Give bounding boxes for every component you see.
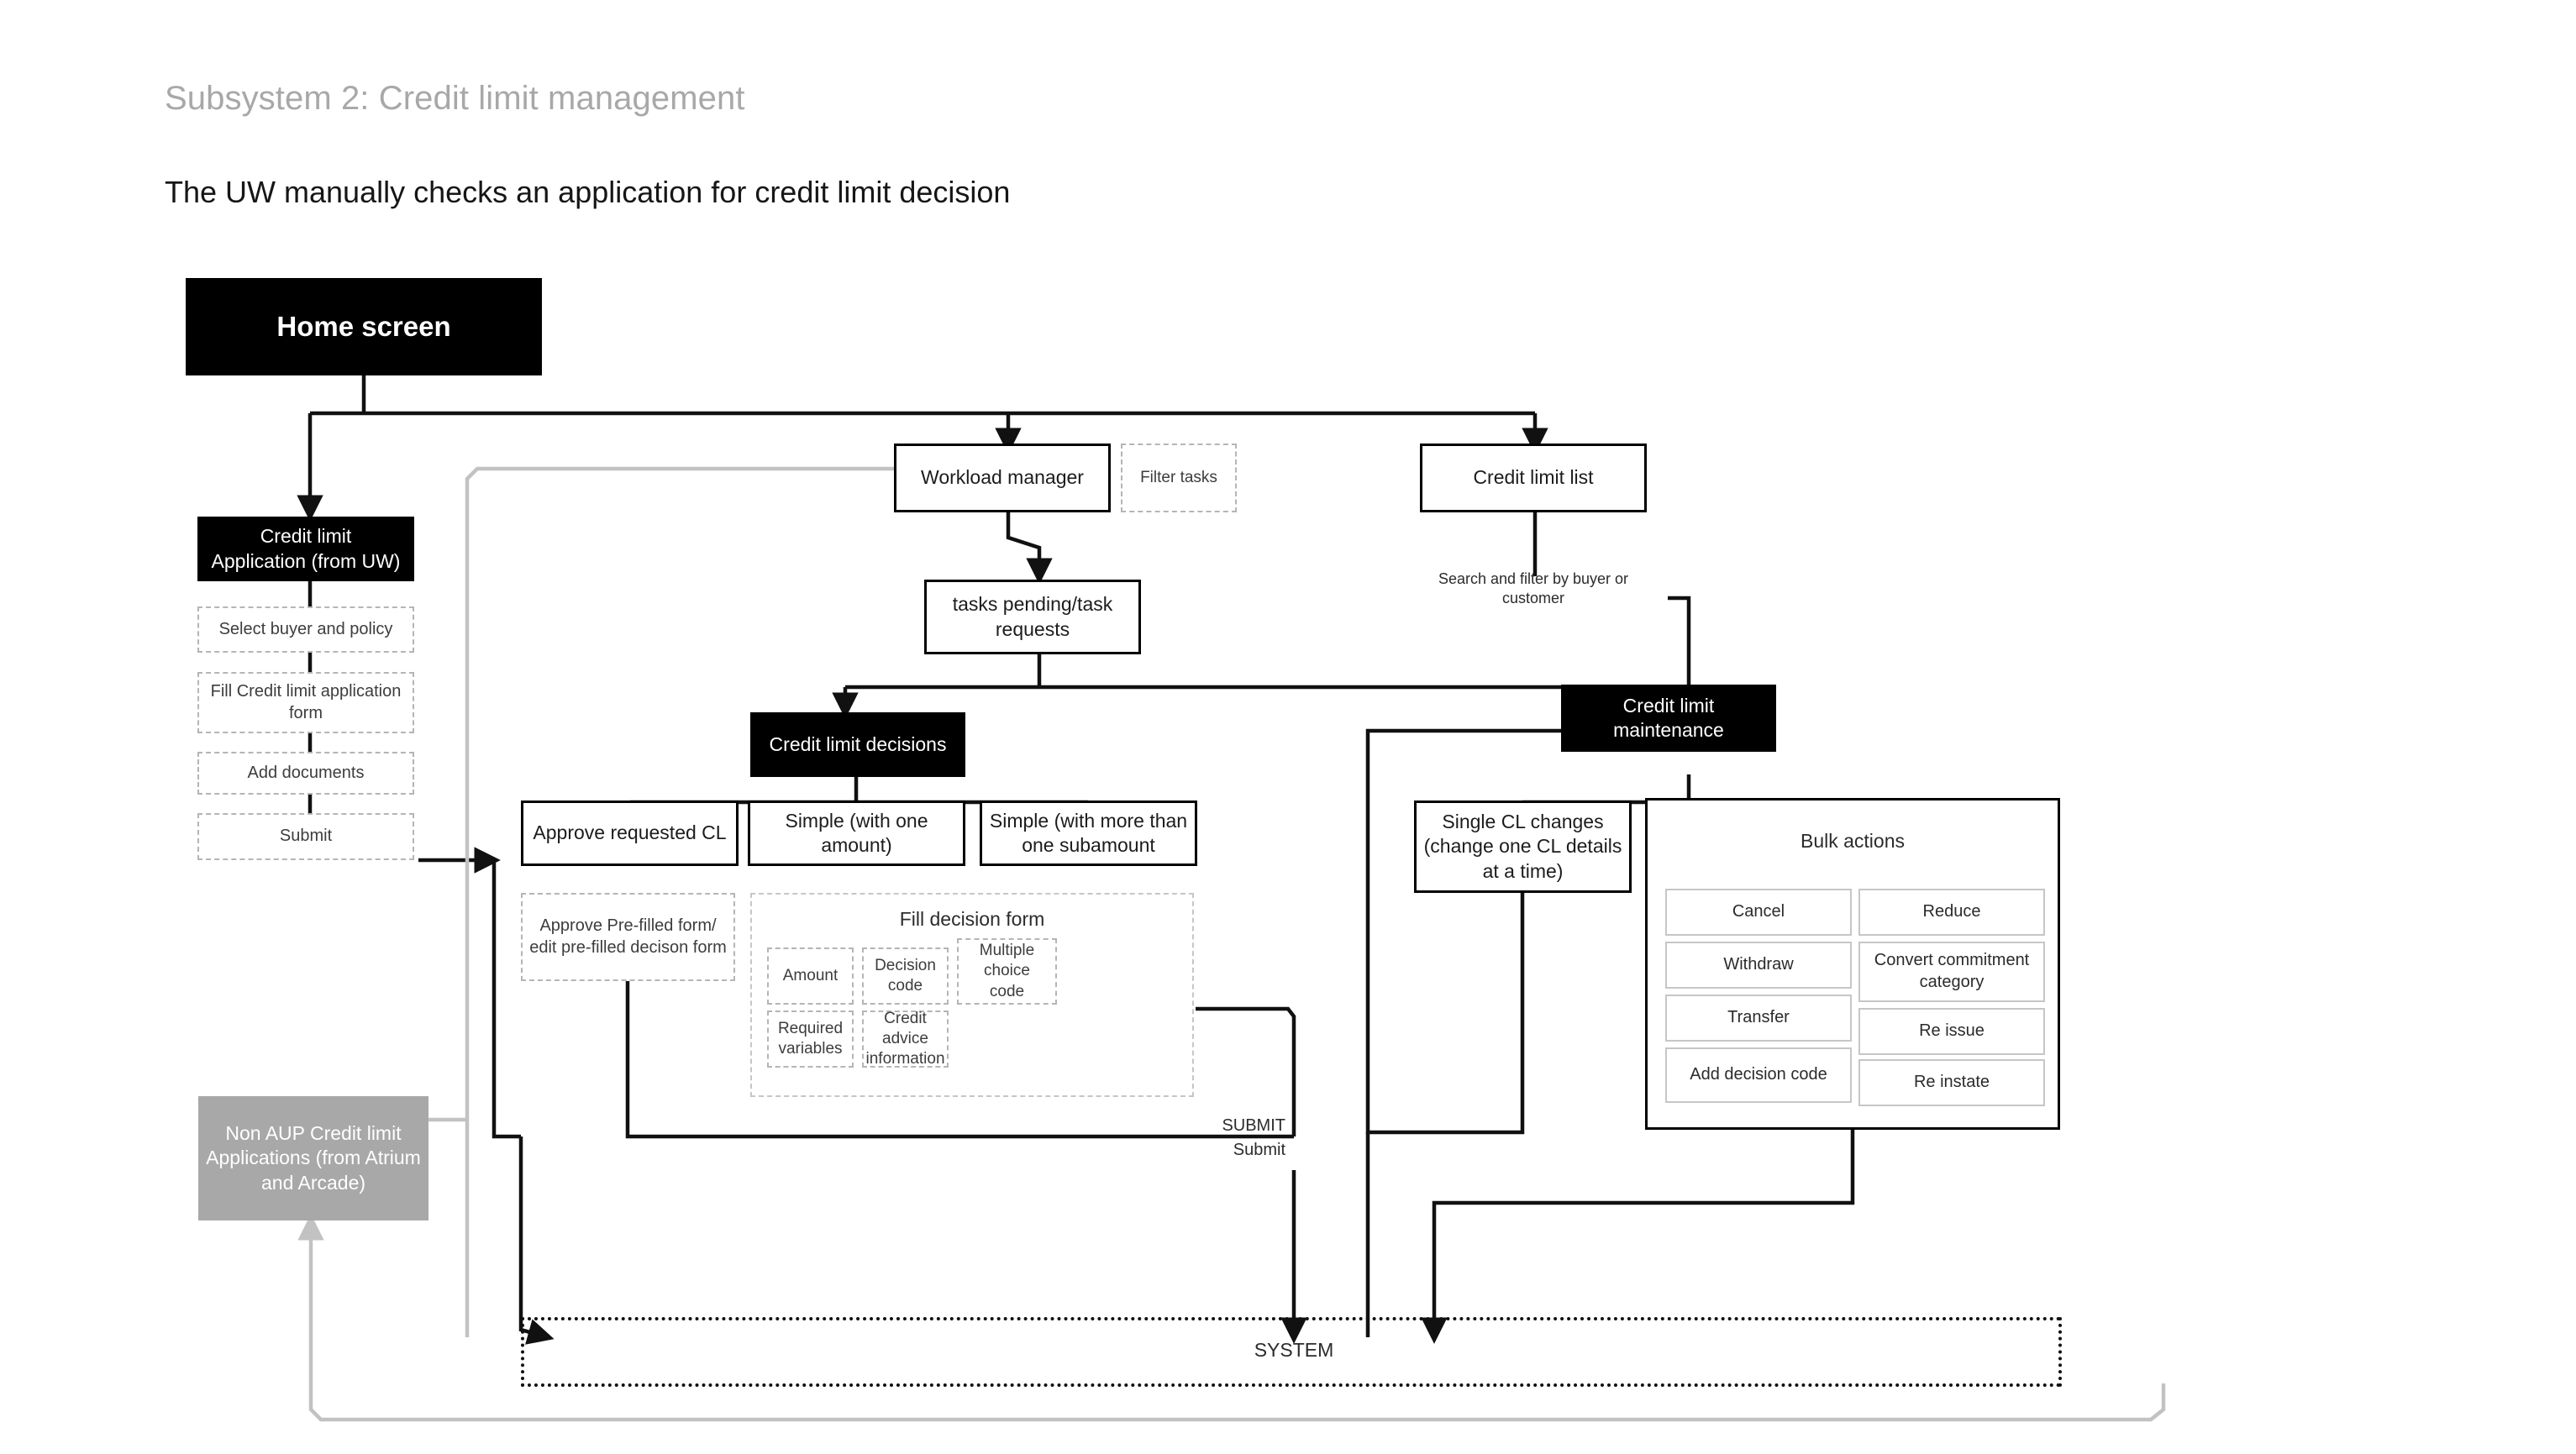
node-home-screen-label: Home screen <box>276 310 451 342</box>
node-credit-limit-application-label: Credit limit Application (from UW) <box>211 525 401 572</box>
node-workload-manager[interactable]: Workload manager <box>894 444 1111 512</box>
node-simple-more-subamount-label: Simple (with more than one subamount <box>989 809 1188 856</box>
group-bulk-actions-title: Bulk actions <box>1800 830 1905 852</box>
system-label: SYSTEM <box>1254 1339 1334 1361</box>
node-approve-requested-cl[interactable]: Approve requested CL <box>521 800 739 866</box>
subsystem-title: Subsystem 2: Credit limit management <box>165 80 745 117</box>
node-non-aup-applications-label: Non AUP Credit limit Applications (from … <box>206 1121 421 1194</box>
field-credit-advice-information-label: Credit advice information <box>865 1009 945 1068</box>
bulk-action-re-issue-label: Re issue <box>1919 1021 1985 1041</box>
bulk-action-re-instate[interactable]: Re instate <box>1858 1059 2045 1106</box>
node-fill-cl-application-form-label: Fill Credit limit application form <box>210 681 402 722</box>
bulk-action-withdraw[interactable]: Withdraw <box>1665 942 1852 989</box>
node-simple-more-subamount[interactable]: Simple (with more than one subamount <box>980 800 1197 866</box>
bulk-action-reduce-label: Reduce <box>1922 902 1981 921</box>
node-fill-cl-application-form[interactable]: Fill Credit limit application form <box>197 672 414 733</box>
node-credit-limit-list[interactable]: Credit limit list <box>1420 444 1647 512</box>
bulk-action-reduce[interactable]: Reduce <box>1858 889 2045 936</box>
node-add-documents[interactable]: Add documents <box>197 752 414 795</box>
node-tasks-pending[interactable]: tasks pending/task requests <box>924 580 1141 654</box>
field-amount[interactable]: Amount <box>767 947 854 1005</box>
node-credit-limit-list-label: Credit limit list <box>1473 466 1594 489</box>
field-required-variables-label: Required variables <box>777 1019 844 1058</box>
node-submit-left-label: Submit <box>279 827 333 846</box>
field-multiple-choice-code[interactable]: Multiple choice code <box>957 938 1057 1005</box>
field-required-variables[interactable]: Required variables <box>767 1010 854 1068</box>
group-bulk-actions: Bulk actions Cancel Withdraw Transfer Ad… <box>1645 798 2060 1130</box>
field-amount-label: Amount <box>782 966 839 984</box>
bulk-action-re-issue[interactable]: Re issue <box>1858 1008 2045 1055</box>
bulk-action-convert-commitment-category[interactable]: Convert commitment category <box>1858 942 2045 1002</box>
bulk-action-cancel[interactable]: Cancel <box>1665 889 1852 936</box>
node-filter-tasks[interactable]: Filter tasks <box>1121 444 1237 512</box>
node-credit-limit-application[interactable]: Credit limit Application (from UW) <box>197 517 414 581</box>
node-simple-one-amount[interactable]: Simple (with one amount) <box>748 800 965 866</box>
node-filter-tasks-label: Filter tasks <box>1140 468 1217 486</box>
bulk-action-re-instate-label: Re instate <box>1913 1073 1990 1092</box>
node-tasks-pending-label: tasks pending/task requests <box>952 593 1113 640</box>
edge-label-submit-upper: SUBMIT <box>1222 1116 1285 1135</box>
edge-label-search-filter: Search and filter by buyer or customer <box>1438 570 1629 607</box>
page-lede: The UW manually checks an application fo… <box>165 175 1011 209</box>
bulk-action-cancel-label: Cancel <box>1732 902 1785 921</box>
node-single-cl-changes-label: Single CL changes (change one CL details… <box>1423 810 1622 882</box>
node-non-aup-applications[interactable]: Non AUP Credit limit Applications (from … <box>198 1096 428 1220</box>
bulk-action-transfer[interactable]: Transfer <box>1665 995 1852 1042</box>
node-approve-requested-cl-label: Approve requested CL <box>533 821 727 844</box>
node-submit-left[interactable]: Submit <box>197 813 414 860</box>
group-fill-decision-form: Fill decision form Amount Decision code … <box>750 893 1194 1097</box>
node-select-buyer-and-policy-label: Select buyer and policy <box>218 619 393 638</box>
field-multiple-choice-code-label: Multiple choice code <box>979 942 1035 1000</box>
node-home-screen[interactable]: Home screen <box>186 278 542 375</box>
node-single-cl-changes[interactable]: Single CL changes (change one CL details… <box>1414 800 1632 893</box>
field-decision-code-label: Decision code <box>875 956 936 995</box>
node-credit-limit-maintenance[interactable]: Credit limit maintenance <box>1561 685 1776 752</box>
node-workload-manager-label: Workload manager <box>921 466 1084 489</box>
node-credit-limit-decisions[interactable]: Credit limit decisions <box>750 712 965 777</box>
bulk-action-add-decision-code[interactable]: Add decision code <box>1665 1047 1852 1103</box>
node-credit-limit-maintenance-label: Credit limit maintenance <box>1613 694 1724 741</box>
node-credit-limit-decisions-label: Credit limit decisions <box>769 732 947 755</box>
node-approve-prefilled-form-label: Approve Pre-filled form/ edit pre-filled… <box>529 916 727 957</box>
node-add-documents-label: Add documents <box>247 763 365 782</box>
group-fill-decision-form-title: Fill decision form <box>899 908 1045 930</box>
bulk-action-add-decision-code-label: Add decision code <box>1690 1065 1827 1084</box>
system-swimlane <box>521 1317 2062 1387</box>
field-credit-advice-information[interactable]: Credit advice information <box>862 1010 949 1068</box>
bulk-action-withdraw-label: Withdraw <box>1723 955 1794 974</box>
bulk-action-convert-commitment-category-label: Convert commitment category <box>1874 951 2030 991</box>
field-decision-code[interactable]: Decision code <box>862 947 949 1005</box>
node-approve-prefilled-form[interactable]: Approve Pre-filled form/ edit pre-filled… <box>521 893 735 981</box>
node-select-buyer-and-policy[interactable]: Select buyer and policy <box>197 606 414 653</box>
edge-label-submit-lower: Submit <box>1233 1141 1285 1159</box>
node-simple-one-amount-label: Simple (with one amount) <box>785 809 928 856</box>
bulk-action-transfer-label: Transfer <box>1727 1008 1790 1027</box>
